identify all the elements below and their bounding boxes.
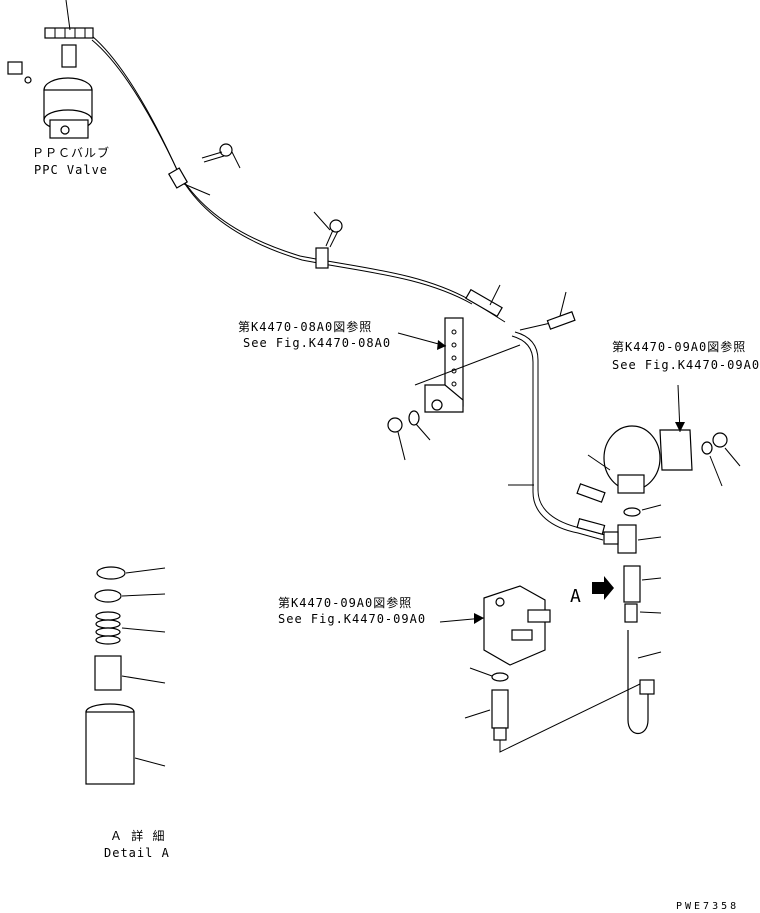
detail-label-en: Detail A [104,846,170,860]
tee-fitting [603,524,637,554]
clamp-2 [315,247,329,269]
ref3-label-en: See Fig.K4470-09A0 [278,612,426,626]
clamp-1 [167,167,189,189]
accumulator [576,425,661,503]
ppc-valve [7,44,93,139]
hose-fitting-mid [465,288,503,318]
hose-to-tee [514,331,606,536]
nut-1 [387,417,403,433]
cylinder-fitting [623,565,641,603]
bolt-2 [325,219,343,248]
ref-arrow-1 [437,340,446,350]
washer-1 [408,410,420,426]
main-hose [91,35,506,323]
nut-2 [712,432,728,448]
ppc-label-jp: ＰＰＣバルブ [32,145,110,160]
lower-hose [627,630,655,735]
housing [85,703,135,785]
view-arrow-icon [592,576,614,600]
ref2-label-en: See Fig.K4470-09A0 [612,358,760,372]
bracket-1 [424,317,464,413]
leader-lines [65,0,741,767]
ref1-label-jp: 第K4470-08A0図参照 [238,319,372,334]
hose-fitting-upper-right [546,311,576,330]
ref-arrow-3 [474,613,484,624]
ref1-label-en: See Fig.K4470-08A0 [243,336,391,350]
washer-detail [94,589,122,603]
ppc-label-en: PPC Valve [34,163,108,177]
o-ring-1 [623,507,641,517]
ref2-label-jp: 第K4470-09A0図参照 [612,339,746,354]
bracket-2 [659,429,693,471]
adapter-2 [491,689,509,741]
adapter-1 [624,603,638,623]
detail-label-jp: Ａ 詳 細 [110,828,165,843]
connecting-line [499,683,641,753]
snap-ring [96,566,126,580]
valve-block [483,585,551,666]
ref-arrow-2 [675,422,685,432]
spring [95,611,121,645]
bolt-1 [201,143,233,163]
washer-2 [701,441,713,455]
hose-fitting-top [44,27,94,39]
o-ring-2 [491,672,509,682]
view-arrow-label: A [570,586,582,607]
ref3-label-jp: 第K4470-09A0図参照 [278,595,412,610]
piston [94,655,122,691]
drawing-number: PWE7358 [676,901,739,912]
hose-fitting-lower [576,518,606,535]
